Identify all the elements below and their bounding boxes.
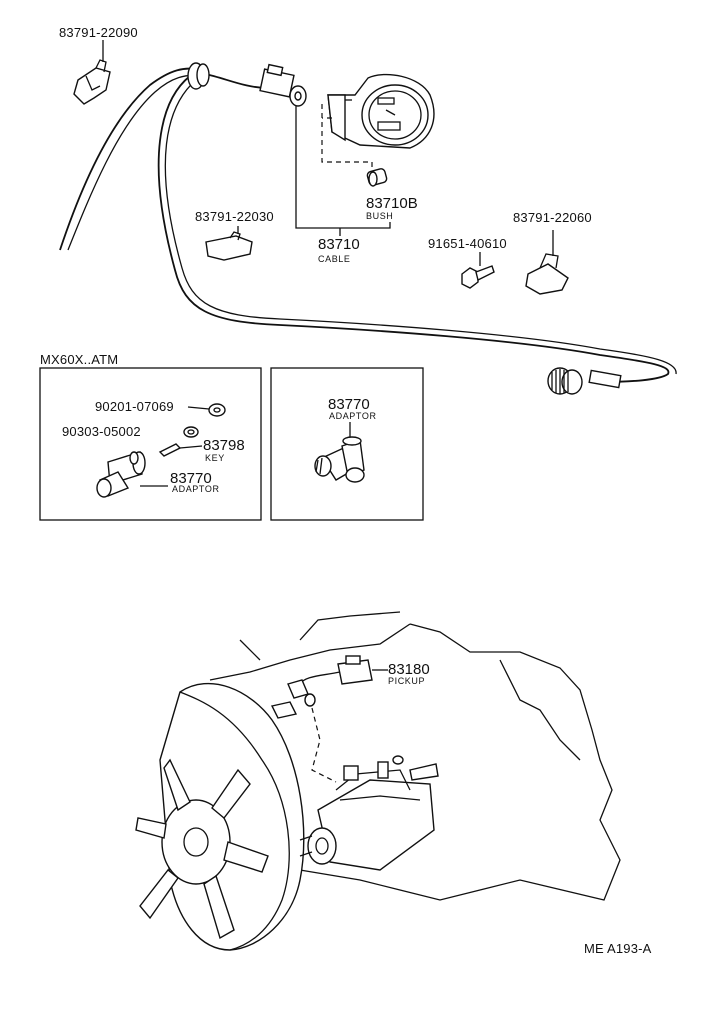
adaptor-83770-atm [96, 451, 146, 498]
label-ring: 90303-05002 [62, 424, 141, 439]
label-bolt: 91651-40610 [428, 236, 507, 251]
clamp-83791-22060 [525, 230, 569, 295]
adaptor-83770 [314, 436, 365, 483]
o-ring-90303-05002 [183, 426, 199, 438]
label-mx-title: MX60X..ATM [40, 352, 118, 367]
adaptor-frame [270, 367, 424, 521]
label-adaptor-right: ADAPTOR [329, 411, 377, 421]
label-bush: BUSH [366, 211, 393, 221]
label-washer: 90201-07069 [95, 399, 174, 414]
label-clamp-mid: 83791-22030 [195, 209, 274, 224]
bush-83710b [366, 168, 388, 187]
clamp-83791-22030 [205, 226, 253, 261]
bolt-91651-40610 [461, 252, 495, 289]
washer-90201-07069 [208, 403, 226, 417]
label-key: KEY [205, 453, 225, 463]
speedometer [327, 73, 435, 149]
diagram-code: ME A193-A [584, 941, 652, 956]
label-pickup: PICKUP [388, 676, 425, 686]
speedometer-cable [59, 62, 677, 395]
cooling-fan-icon [135, 758, 269, 940]
label-clamp-right: 83791-22060 [513, 210, 592, 225]
label-cable: CABLE [318, 254, 351, 264]
label-clamp-top: 83791-22090 [59, 25, 138, 40]
mx60x-atm-frame [39, 367, 262, 521]
pickup-83180 [287, 655, 373, 707]
label-cable-number: 83710 [318, 236, 360, 253]
key-83798 [158, 443, 182, 457]
engine-assembly [135, 611, 621, 951]
label-adaptor-left: ADAPTOR [172, 484, 220, 494]
label-bush-number: 83710B [366, 195, 418, 212]
label-key-number: 83798 [203, 437, 245, 454]
label-pickup-number: 83180 [388, 661, 430, 678]
label-adaptor-left-number: 83770 [170, 470, 212, 487]
clamp-83791-22090 [73, 40, 111, 105]
label-adaptor-right-number: 83770 [328, 396, 370, 413]
